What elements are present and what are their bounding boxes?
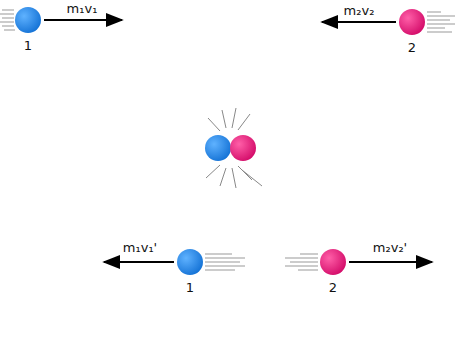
momentum-label: m₁v₁' — [121, 240, 159, 255]
impact-lines — [206, 108, 262, 188]
speed-lines — [0, 10, 15, 30]
ball-number: 2 — [327, 280, 339, 295]
ball-two — [230, 135, 256, 161]
ball-two — [320, 249, 346, 275]
ball-one — [15, 7, 41, 33]
momentum-label: m₂v₂ — [342, 3, 377, 18]
ball-number: 1 — [22, 38, 34, 53]
momentum-label: m₁v₁ — [65, 1, 100, 16]
momentum-arrow — [44, 19, 122, 21]
ball-one — [205, 135, 231, 161]
momentum-arrow — [349, 261, 432, 263]
momentum-label: m₂v₂' — [371, 240, 409, 255]
speed-lines — [205, 254, 245, 270]
speed-lines — [285, 254, 318, 270]
speed-lines — [427, 12, 455, 32]
ball-number: 2 — [406, 40, 418, 55]
momentum-arrow — [322, 21, 396, 23]
momentum-arrow — [104, 261, 174, 263]
ball-two — [399, 9, 425, 35]
ball-number: 1 — [184, 280, 196, 295]
ball-one — [177, 249, 203, 275]
